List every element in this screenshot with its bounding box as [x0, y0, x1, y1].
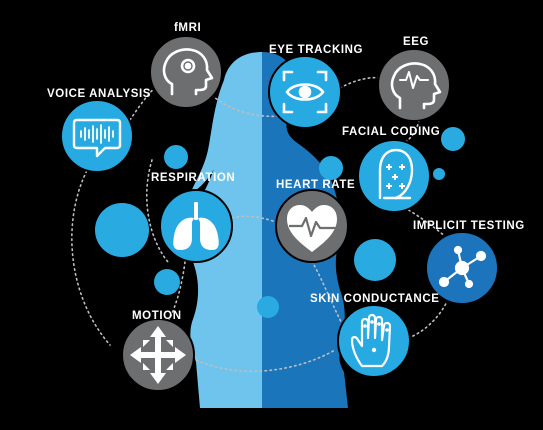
connector-respiration-motion	[159, 261, 186, 337]
dot	[433, 168, 445, 180]
hand-sensor-icon	[350, 313, 392, 368]
facial-coding-node	[357, 139, 431, 213]
network-nodes-icon	[438, 245, 487, 289]
heart-rate-label: HEART RATE	[276, 179, 356, 191]
dot	[95, 203, 149, 257]
eye-tracking-label: EYE TRACKING	[269, 44, 364, 56]
dot	[441, 127, 465, 151]
motion-node	[121, 318, 195, 392]
lungs-icon	[173, 202, 219, 250]
connector-skin-heart	[311, 261, 346, 331]
connector-heart-respiration	[231, 215, 277, 223]
eye-scan-icon	[282, 70, 328, 114]
dot	[154, 269, 180, 295]
facial-coding-label: FACIAL CODING	[342, 126, 441, 138]
voice-analysis-node	[60, 99, 134, 173]
implicit-testing-label: IMPLICIT TESTING	[413, 220, 525, 232]
eye-tracking-node	[268, 55, 342, 129]
motion-label: MOTION	[132, 310, 182, 322]
eeg-label: EEG	[403, 36, 430, 48]
brainwave-head-icon	[390, 62, 442, 110]
connector-eye-eeg	[339, 76, 391, 89]
respiration-node-circle	[159, 189, 233, 263]
dot	[257, 296, 279, 318]
dot	[319, 156, 343, 180]
face-points-icon	[378, 148, 414, 200]
fmri-node	[149, 35, 223, 109]
brain-gear-head-icon	[162, 48, 214, 96]
fmri-label: fMRI	[174, 22, 202, 34]
dot	[354, 239, 396, 281]
eeg-node	[377, 48, 451, 122]
move-arrows-icon	[130, 326, 186, 384]
skin-conductance-node	[337, 304, 411, 378]
skin-conductance-node-circle	[337, 304, 411, 378]
voice-analysis-label: VOICE ANALYSIS	[47, 88, 152, 100]
skin-conductance-label: SKIN CONDUCTANCE	[310, 293, 440, 305]
respiration-label: RESPIRATION	[151, 172, 236, 184]
soundwave-speech-bubble-icon	[72, 118, 122, 158]
dot	[164, 145, 188, 169]
heart-rate-node	[275, 189, 349, 263]
implicit-testing-node	[425, 231, 499, 305]
respiration-node	[159, 189, 233, 263]
heart-pulse-icon	[287, 205, 337, 252]
hair	[190, 80, 224, 194]
